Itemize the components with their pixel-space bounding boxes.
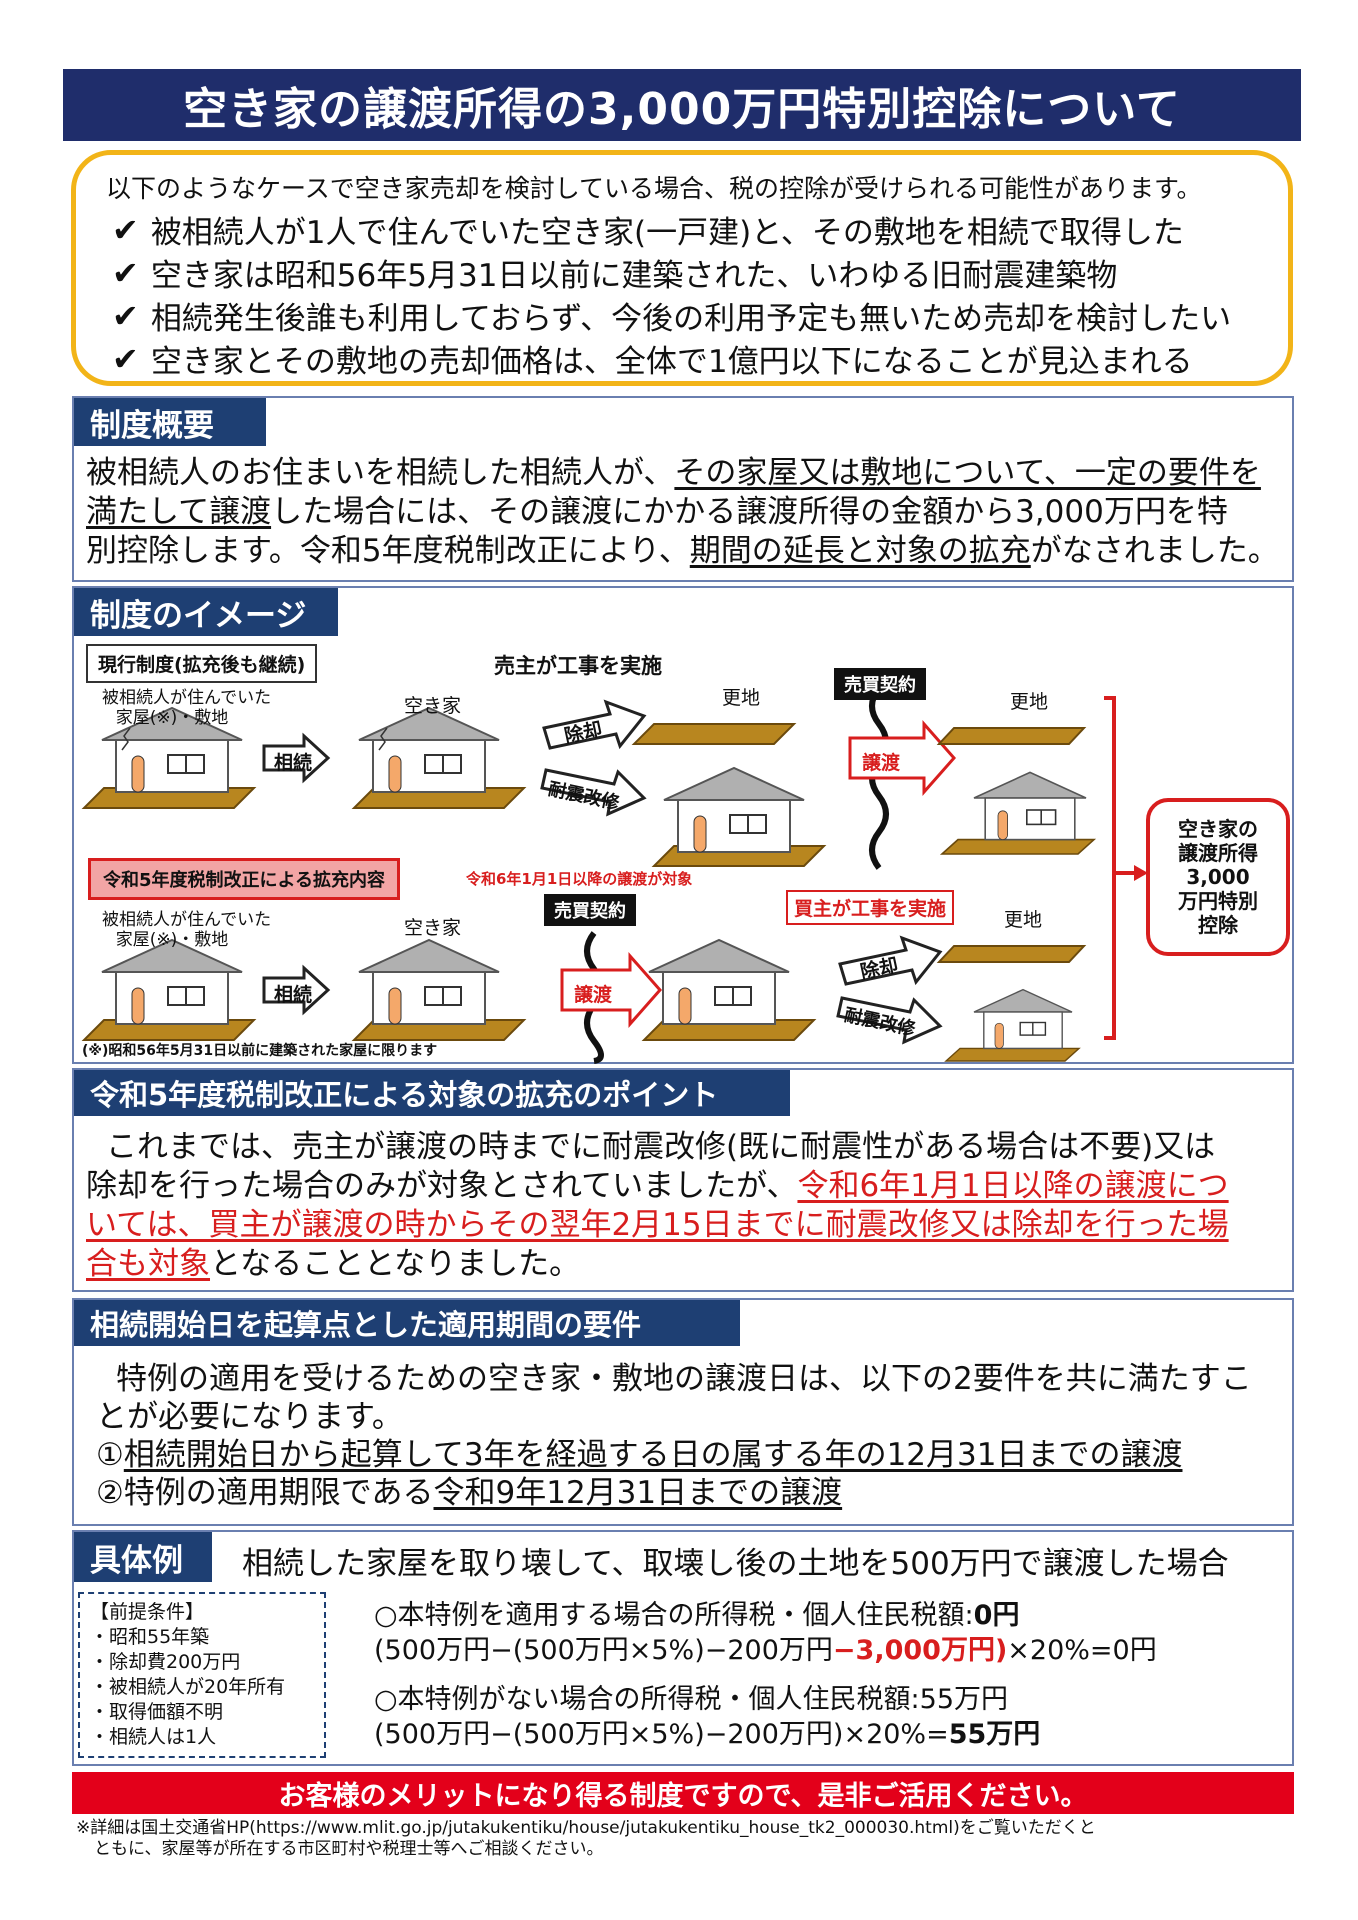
house-occupied-label-1: 被相続人が住んでいた家屋(※)・敷地 — [102, 688, 272, 728]
seller-work-label: 売主が工事を実施 — [494, 654, 662, 678]
vacant-house-label-2: 空き家 — [404, 917, 462, 939]
house-small-1 — [939, 771, 1097, 855]
image-section: 制度のイメージ — [72, 586, 1294, 1064]
land-3 — [936, 945, 1087, 963]
house-retrofit-1 — [663, 767, 805, 853]
expansion-note: 令和6年1月1日以降の譲渡が対象 — [466, 870, 693, 888]
check-icon: ✔ — [112, 210, 139, 249]
case-text: 被相続人が1人で住んでいた空き家(一戸建)と、その敷地を相続で取得した — [150, 215, 1184, 251]
house-occupied-2 — [101, 939, 243, 1025]
expansion-label: 令和5年度税制改正による拡充内容 — [88, 858, 400, 900]
points-text: これまでは、売主が譲渡の時までに耐震改修(既に耐震性がある場合は不要)又は 除却… — [86, 1129, 1229, 1282]
transfer-arrow-2 — [560, 952, 663, 1028]
transfer-label-1: 譲渡 — [862, 752, 901, 774]
vacant-house-label-1: 空き家 — [404, 695, 462, 717]
period-heading: 相続開始日を起算点とした適用期間の要件 — [74, 1300, 740, 1346]
case-text: 相続発生後誰も利用しておらず、今後の利用予定も無いため売却を検討したい — [150, 301, 1232, 337]
example-heading: 具体例 — [74, 1532, 212, 1582]
points-heading: 令和5年度税制改正による対象の拡充のポイント — [74, 1070, 790, 1116]
inherit-label-2: 相続 — [274, 984, 313, 1006]
vacant-land-label-1: 更地 — [722, 687, 761, 709]
land-2 — [936, 727, 1087, 745]
check-icon: ✔ — [112, 253, 139, 292]
overview-heading: 制度概要 — [74, 398, 266, 446]
image-heading: 制度のイメージ — [74, 588, 338, 636]
check-icon: ✔ — [112, 296, 139, 335]
example-title: 相続した家屋を取り壊して、取壊し後の土地を500万円で譲渡した場合 — [242, 1546, 1229, 1582]
buyer-work-label: 買主が工事を実施 — [786, 890, 955, 925]
period-section: 相続開始日を起算点とした適用期間の要件 特例の適用を受けるための空き家・敷地の譲… — [72, 1298, 1294, 1526]
case-item: ✔ 空き家は昭和56年5月31日以前に建築された、いわゆる旧耐震建築物 — [112, 250, 1117, 295]
calc-with: ○本特例を適用する場合の所得税・個人住民税額:0円 (500万円−(500万円×… — [374, 1600, 1157, 1666]
case-text: 空き家は昭和56年5月31日以前に建築された、いわゆる旧耐震建築物 — [150, 258, 1118, 294]
calc-without: ○本特例がない場合の所得税・個人住民税額:55万円 (500万円−(500万円×… — [374, 1684, 1041, 1750]
vacant-land-label-3: 更地 — [1004, 909, 1043, 931]
house-small-2 — [944, 988, 1081, 1062]
check-icon: ✔ — [112, 339, 139, 378]
example-section: 具体例 相続した家屋を取り壊して、取壊し後の土地を500万円で譲渡した場合 【前… — [72, 1530, 1294, 1766]
retrofit-arrow-2 — [836, 996, 943, 1045]
sale-contract-tag-1: 売買契約 — [834, 668, 926, 700]
demolish-arrow — [542, 699, 647, 750]
house-vacant-3 — [648, 939, 790, 1025]
deduction-result-box: 空き家の 譲渡所得 3,000 万円特別 控除 — [1146, 798, 1290, 956]
transfer-arrow-1 — [848, 720, 957, 796]
overview-section: 制度概要 被相続人のお住まいを相続した相続人が、その家屋又は敷地について、一定の… — [72, 396, 1294, 582]
case-item: ✔ 相続発生後誰も利用しておらず、今後の利用予定も無いため売却を検討したい — [112, 293, 1231, 338]
premise-box: 【前提条件】 ・昭和55年築 ・除却費200万円 ・被相続人が20年所有 ・取得… — [78, 1592, 326, 1758]
case-intro: 以下のようなケースで空き家売却を検討している場合、税の控除が受けられる可能性があ… — [106, 174, 1202, 203]
house-vacant-2 — [358, 939, 500, 1025]
house-vacant-1 — [358, 707, 500, 793]
merit-banner: お客様のメリットになり得る制度ですので、是非ご活用ください。 — [72, 1772, 1294, 1814]
inherit-label-1: 相続 — [274, 752, 313, 774]
vacant-land-label-2: 更地 — [1010, 691, 1049, 713]
points-section: 令和5年度税制改正による対象の拡充のポイント これまでは、売主が譲渡の時までに耐… — [72, 1068, 1294, 1292]
scheme-diagram — [83, 686, 1148, 1064]
demolish-arrow-2 — [838, 935, 943, 986]
transfer-label-2: 譲渡 — [574, 984, 613, 1006]
land-1 — [631, 723, 797, 745]
case-item: ✔ 空き家とその敷地の売却価格は、全体で1億円以下になることが見込まれる — [112, 336, 1193, 381]
diagram-note: (※)昭和56年5月31日以前に建築された家屋に限ります — [82, 1043, 438, 1059]
bracket — [1104, 696, 1116, 1040]
retrofit-arrow — [540, 768, 647, 817]
case-text: 空き家とその敷地の売却価格は、全体で1億円以下になることが見込まれる — [150, 344, 1193, 380]
period-text: 特例の適用を受けるための空き家・敷地の譲渡日は、以下の2要件を共に満たすこ とが… — [96, 1361, 1252, 1511]
case-box: 以下のようなケースで空き家売却を検討している場合、税の控除が受けられる可能性があ… — [71, 150, 1293, 386]
case-item: ✔ 被相続人が1人で住んでいた空き家(一戸建)と、その敷地を相続で取得した — [112, 207, 1184, 252]
footnote: ※詳細は国土交通省HP(https://www.mlit.go.jp/jutak… — [76, 1818, 1096, 1859]
current-system-label: 現行制度(拡充後も継続) — [86, 644, 318, 683]
overview-text: 被相続人のお住まいを相続した相続人が、その家屋又は敷地について、一定の要件を 満… — [86, 455, 1279, 569]
sale-contract-tag-2: 売買契約 — [544, 894, 636, 926]
page-title: 空き家の譲渡所得の3,000万円特別控除について — [63, 69, 1301, 141]
house-occupied-label-2: 被相続人が住んでいた家屋(※)・敷地 — [102, 910, 272, 950]
